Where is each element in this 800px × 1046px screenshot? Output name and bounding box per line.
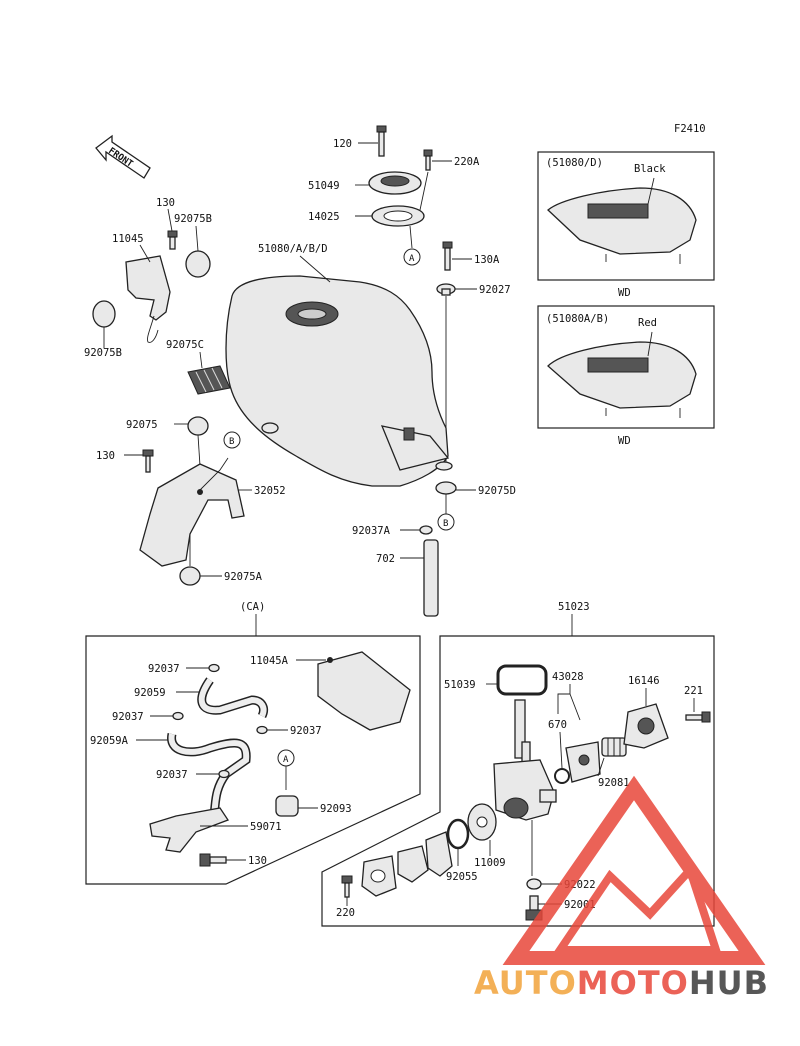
- label-16146: 16146: [628, 675, 660, 687]
- tank-side-black-icon: [547, 187, 697, 255]
- grommet-92075-icon: [187, 416, 209, 436]
- callout-b-right: B: [443, 519, 448, 529]
- label-130a: 130A: [474, 254, 500, 266]
- clip-92037a-icon: [419, 525, 433, 535]
- screw-220-icon: [341, 875, 353, 898]
- label-120: 120: [333, 138, 352, 150]
- label-11045: 11045: [112, 233, 144, 245]
- label-43028: 43028: [552, 671, 584, 683]
- clip-92037-2-icon: [172, 711, 184, 721]
- bracket-59071-icon: [149, 807, 229, 853]
- label-92059: 92059: [134, 687, 166, 699]
- watermark-logo: AUTOMOTOHUB: [474, 775, 769, 1002]
- cap-92093-icon: [275, 795, 299, 817]
- label-92075: 92075: [126, 419, 158, 431]
- gasket-51039-icon: [496, 664, 548, 696]
- callout-a-top: A: [409, 254, 415, 264]
- grommet-92075a-icon: [179, 566, 201, 586]
- clip-92037-1-icon: [208, 663, 220, 673]
- grommet-92075b-bottom-icon: [92, 300, 116, 328]
- label-92037a: 92037A: [352, 525, 391, 537]
- clip-92037-3-icon: [256, 725, 268, 735]
- gasket-plate-1-icon: [397, 845, 429, 883]
- figure-code: F2410: [674, 123, 706, 135]
- label-51080: 51080/A/B/D: [258, 243, 328, 255]
- label-221: 221: [684, 685, 703, 697]
- variant-caption-black: WD: [618, 287, 631, 299]
- label-11009: 11009: [474, 857, 506, 869]
- label-32052: 32052: [254, 485, 286, 497]
- hose-92059a-icon: [167, 733, 251, 815]
- washer-92022-icon: [526, 878, 542, 890]
- watermark-auto: AUTO: [474, 964, 577, 1002]
- section-label-ca: (CA): [240, 601, 265, 613]
- hose-702-icon: [423, 539, 439, 617]
- label-92075a: 92075A: [224, 571, 263, 583]
- label-220: 220: [336, 907, 355, 919]
- label-702: 702: [376, 553, 395, 565]
- label-59071: 59071: [250, 821, 282, 833]
- damper-92075c-icon: [187, 365, 231, 395]
- tank-side-red-icon: [547, 341, 697, 409]
- bolt-120-icon: [376, 125, 387, 157]
- label-92075c: 92075C: [166, 339, 204, 351]
- label-92037-3: 92037: [290, 725, 322, 737]
- bolt-130a-icon: [442, 241, 453, 271]
- lever-icon: [425, 831, 453, 877]
- label-51039: 51039: [444, 679, 476, 691]
- label-92075b-bottom: 92075B: [84, 347, 122, 359]
- label-92059a: 92059A: [90, 735, 129, 747]
- grommet-92075b-top-icon: [185, 250, 211, 278]
- label-670: 670: [548, 719, 567, 731]
- label-130-mid: 130: [96, 450, 115, 462]
- clip-92037-4-icon: [218, 769, 230, 779]
- label-11045a: 11045A: [250, 655, 289, 667]
- bolt-130-top-icon: [167, 230, 178, 250]
- variant-box-red: (51080A/B) Red: [537, 305, 715, 429]
- label-92081: 92081: [598, 777, 630, 789]
- variant-color-black: Black: [634, 163, 666, 175]
- label-130-ca: 130: [248, 855, 267, 867]
- label-92055: 92055: [446, 871, 478, 883]
- screw-221-icon: [685, 711, 711, 723]
- label-92075b-top: 92075B: [174, 213, 212, 225]
- label-130-top: 130: [156, 197, 175, 209]
- variant-color-red: Red: [638, 317, 657, 329]
- bracket-11045a-icon: [317, 651, 411, 731]
- grommet-92075d-icon: [435, 481, 457, 495]
- svg-text:AUTOMOTOHUB: AUTOMOTOHUB: [474, 964, 769, 1002]
- watermark-moto: MOTO: [577, 964, 689, 1002]
- bolt-130-ca-icon: [199, 853, 227, 867]
- o-ring-670-icon: [554, 768, 570, 784]
- label-51049: 51049: [308, 180, 340, 192]
- bolt-130-mid-icon: [142, 449, 154, 473]
- section-frame-cock: [321, 635, 715, 927]
- label-92093: 92093: [320, 803, 352, 815]
- watermark-hub: HUB: [689, 964, 769, 1002]
- bolt-220a-icon: [423, 149, 433, 171]
- label-220a: 220A: [454, 156, 480, 168]
- bracket-32052-icon: [139, 463, 245, 567]
- label-14025: 14025: [308, 211, 340, 223]
- section-label-cock: 51023: [558, 601, 590, 613]
- variant-code-red: (51080A/B): [546, 313, 609, 325]
- hose-92059-icon: [197, 677, 269, 719]
- label-92037-4: 92037: [156, 769, 188, 781]
- front-arrow-icon: FRONT: [95, 134, 151, 179]
- label-92037-2: 92037: [112, 711, 144, 723]
- variant-caption-red: WD: [618, 435, 631, 447]
- label-92027: 92027: [479, 284, 511, 296]
- label-92075d: 92075D: [478, 485, 516, 497]
- callout-a-ca: A: [283, 755, 289, 765]
- o-ring-92055-icon: [446, 818, 470, 850]
- variant-code-black: (51080/D): [546, 157, 603, 169]
- callout-b-left: B: [229, 437, 234, 447]
- fuel-cock-body-icon: [493, 699, 557, 821]
- label-92037-1: 92037: [148, 663, 180, 675]
- variant-box-black: (51080/D) Black: [537, 151, 715, 281]
- section-frame-ca: [85, 635, 421, 885]
- bracket-11045-icon: [125, 255, 171, 321]
